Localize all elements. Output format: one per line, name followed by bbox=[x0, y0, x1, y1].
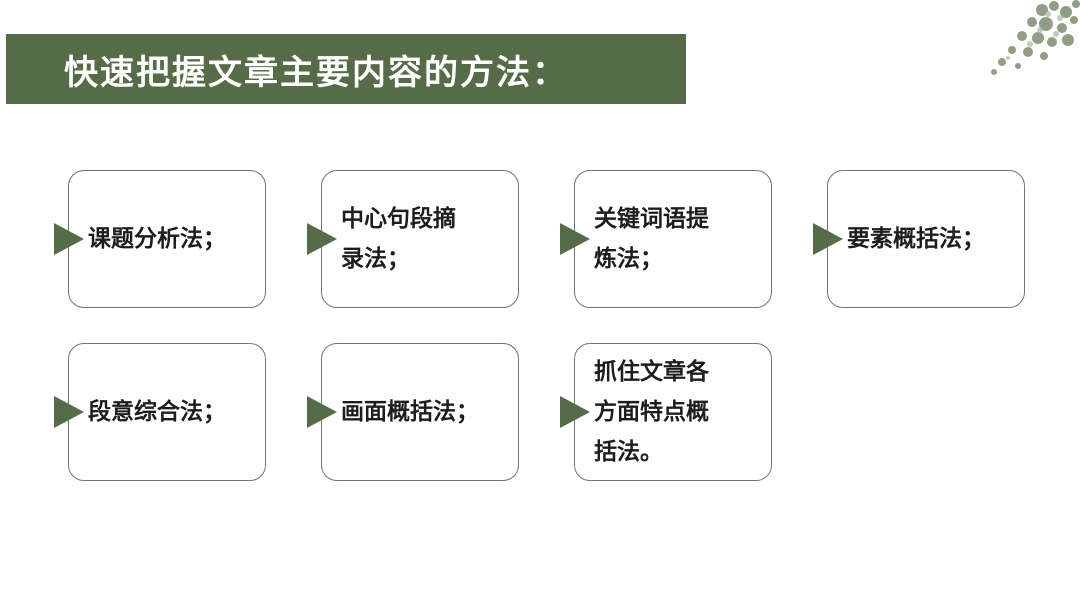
arrow-icon bbox=[54, 396, 84, 428]
method-card-3: 关键词语提 炼法； bbox=[560, 170, 772, 308]
method-text: 课题分析法； bbox=[88, 226, 226, 252]
method-text: 关键词语提 炼法； bbox=[594, 206, 709, 272]
arrow-icon bbox=[813, 223, 843, 255]
method-card-2: 中心句段摘 录法； bbox=[307, 170, 519, 308]
method-card-6: 画面概括法； bbox=[307, 343, 519, 481]
arrow-icon bbox=[307, 396, 337, 428]
leaf-decoration bbox=[991, 0, 1080, 75]
title-banner: 快速把握文章主要内容的方法： bbox=[6, 34, 686, 104]
method-card-7: 抓住文章各 方面特点概 括法。 bbox=[560, 343, 772, 481]
page-title: 快速把握文章主要内容的方法： bbox=[64, 52, 568, 93]
method-card-4: 要素概括法； bbox=[813, 170, 1025, 308]
method-text: 画面概括法； bbox=[341, 399, 479, 425]
method-text: 抓住文章各 方面特点概 括法。 bbox=[594, 359, 709, 465]
method-text: 中心句段摘 录法； bbox=[341, 206, 456, 272]
arrow-icon bbox=[307, 223, 337, 255]
method-text: 要素概括法； bbox=[847, 226, 985, 252]
method-card-1: 课题分析法； bbox=[54, 170, 266, 308]
arrow-icon bbox=[54, 223, 84, 255]
arrow-icon bbox=[560, 396, 590, 428]
arrow-icon bbox=[560, 223, 590, 255]
method-card-5: 段意综合法； bbox=[54, 343, 266, 481]
method-text: 段意综合法； bbox=[88, 399, 226, 425]
